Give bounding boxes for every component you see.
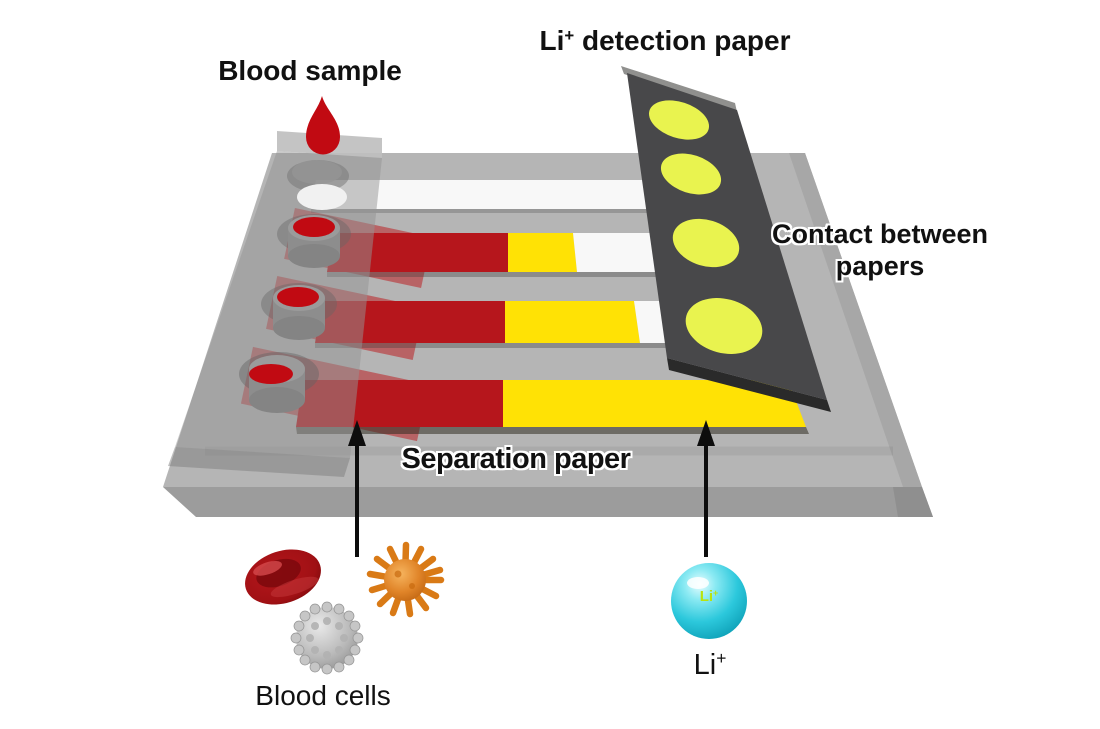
platelet-icon <box>366 541 445 618</box>
blood-drop <box>306 96 340 155</box>
sphere-label-base: Li <box>699 588 714 605</box>
arrow-head <box>348 420 366 446</box>
li-detection-sup: + <box>564 25 575 45</box>
strip-2-yellow <box>508 233 577 272</box>
well-blood <box>239 352 319 413</box>
well-empty <box>287 160 349 210</box>
strip-1-shadow <box>311 209 680 213</box>
li-ion-sup: + <box>716 648 727 669</box>
li-ion-label: Li+ <box>670 648 750 683</box>
separation-paper-label: Separation paper <box>401 443 631 475</box>
platform-corner-bevel <box>893 487 933 517</box>
well-blood-surface <box>277 287 319 307</box>
arrow-head <box>697 420 715 446</box>
detection-spot <box>648 100 710 140</box>
detection-paper-thickness <box>667 358 831 412</box>
li-ion-base: Li <box>693 649 717 681</box>
detection-spot <box>672 218 740 268</box>
contact-line1: Contact between <box>771 219 989 249</box>
well-empty-paper <box>297 184 347 210</box>
strip-3-yellow <box>505 301 640 343</box>
strip-3-shadow <box>315 343 680 348</box>
detection-spot <box>660 153 722 195</box>
arrow-li-ion <box>697 420 715 557</box>
li-detection-rest: detection paper <box>574 25 791 56</box>
platform-right-bevel <box>789 153 922 487</box>
strip-1-blank <box>311 180 680 209</box>
cover-front-lip <box>168 447 350 477</box>
sphere-label-sup: + <box>713 588 719 599</box>
sample-wells <box>239 160 351 413</box>
well-blood-surface <box>249 364 293 384</box>
detection-spot <box>685 298 763 354</box>
well-empty-rim <box>292 160 342 184</box>
strip-4-yellow <box>503 380 806 427</box>
blood-sample-label: Blood sample <box>218 55 402 86</box>
detection-paper <box>621 66 831 412</box>
li-detection-base: Li <box>539 25 565 56</box>
contact-line2: papers <box>835 251 925 282</box>
sphere-ion-label: Li+ <box>687 588 731 606</box>
strip-4-shadow <box>296 427 809 434</box>
strip-2-shadow <box>327 272 680 277</box>
white-blood-cell-icon <box>290 601 364 675</box>
platform-front-face <box>163 487 933 517</box>
well-blood <box>261 283 337 340</box>
li-ion-sphere <box>671 563 747 639</box>
well-blood <box>277 214 351 268</box>
red-blood-cell-icon <box>245 549 321 605</box>
li-detection-paper-label: Li+ detection paper <box>515 24 815 58</box>
blood-cells-label: Blood cells <box>255 680 391 711</box>
well-blood-surface <box>293 217 335 237</box>
arrow-blood-cells <box>348 420 366 557</box>
